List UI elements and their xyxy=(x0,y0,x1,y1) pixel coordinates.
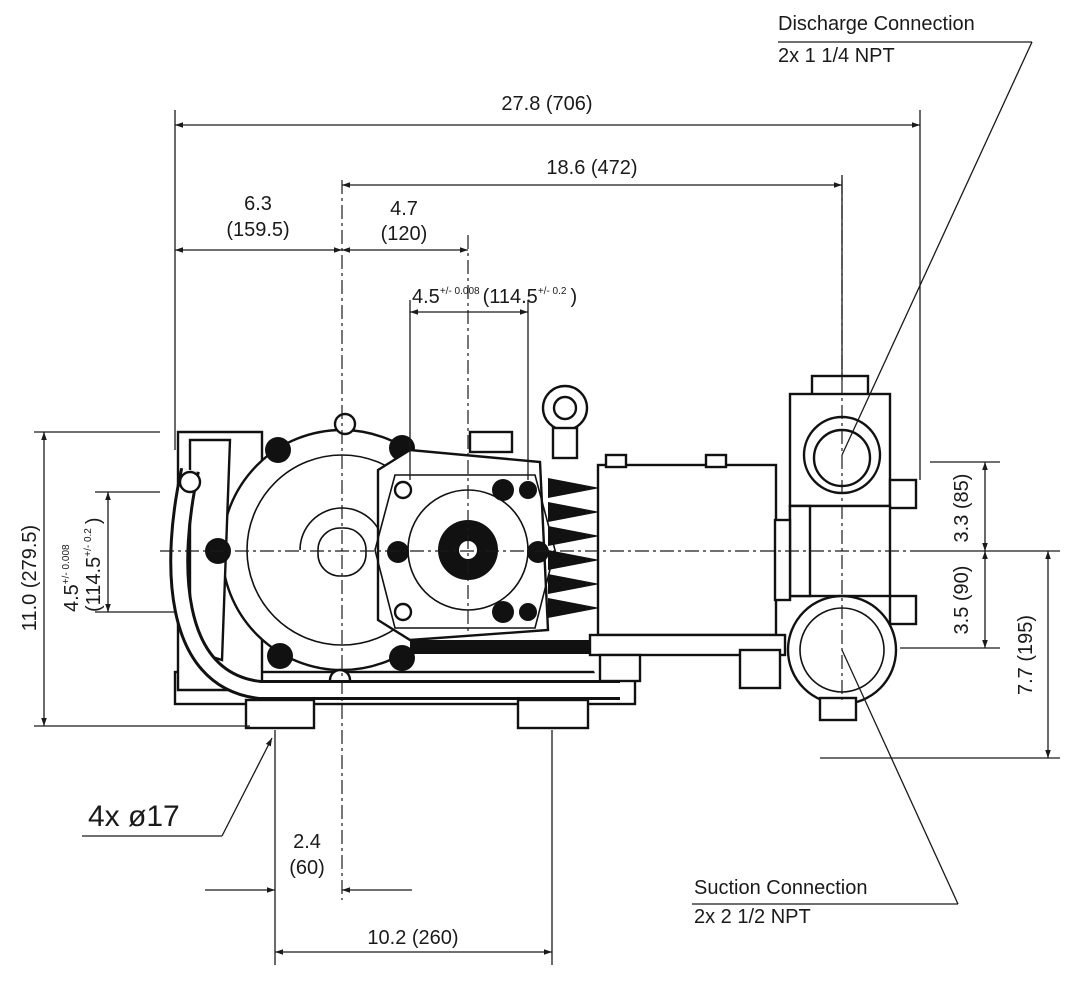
dim-discharge-offset: 3.3 (85) xyxy=(951,474,973,543)
dim-vertical-bolt-spacing: 4.5+/- 0.008 xyxy=(61,544,83,612)
dim-left-value: 6.3 xyxy=(244,193,272,215)
discharge-manifold xyxy=(773,374,918,626)
dim-suction-offset: 3.5 (90) xyxy=(951,566,973,635)
leader-lines xyxy=(82,41,1033,905)
dim-foot-offset-metric: (60) xyxy=(289,857,325,879)
extension-lines xyxy=(34,110,1060,965)
discharge-connection-spec: 2x 1 1/4 NPT xyxy=(778,45,895,67)
connection-labels: Discharge Connection 2x 1 1/4 NPT Suctio… xyxy=(88,13,975,928)
dim-overall-length: 27.8 (706) xyxy=(501,93,592,115)
lifting-eye xyxy=(541,384,589,460)
dim-foot-spacing: 10.2 (260) xyxy=(367,927,458,949)
gearbox-body xyxy=(596,463,778,637)
dim-overall-height: 11.0 (279.5) xyxy=(19,525,41,631)
dim-center-metric: (120) xyxy=(381,223,428,245)
dim-bolt-spacing: 4.5+/- 0.008(114.5+/- 0.2) xyxy=(412,286,577,308)
dim-left-metric: (159.5) xyxy=(226,219,289,241)
mounting-holes-callout: 4x ø17 xyxy=(88,800,180,833)
mount-foot-right xyxy=(516,698,590,730)
discharge-connection-title: Discharge Connection xyxy=(778,13,975,35)
dim-foot-offset-value: 2.4 xyxy=(293,831,321,853)
dim-vertical-bolt-metric: (114.5+/- 0.2) xyxy=(83,517,105,612)
cooling-fins xyxy=(548,478,600,618)
dim-center-value: 4.7 xyxy=(390,198,418,220)
pump-body xyxy=(169,374,918,751)
suction-connection-spec: 2x 2 1/2 NPT xyxy=(694,906,811,928)
suction-connection-title: Suction Connection xyxy=(694,877,867,899)
dim-base-to-center: 7.7 (195) xyxy=(1015,615,1037,695)
dimension-lines xyxy=(41,122,1051,955)
dimension-values: 27.8 (706) 18.6 (472) 6.3 (159.5) 4.7 (1… xyxy=(19,93,1037,949)
dim-head-to-discharge: 18.6 (472) xyxy=(546,157,637,179)
mount-foot-left xyxy=(244,698,316,730)
